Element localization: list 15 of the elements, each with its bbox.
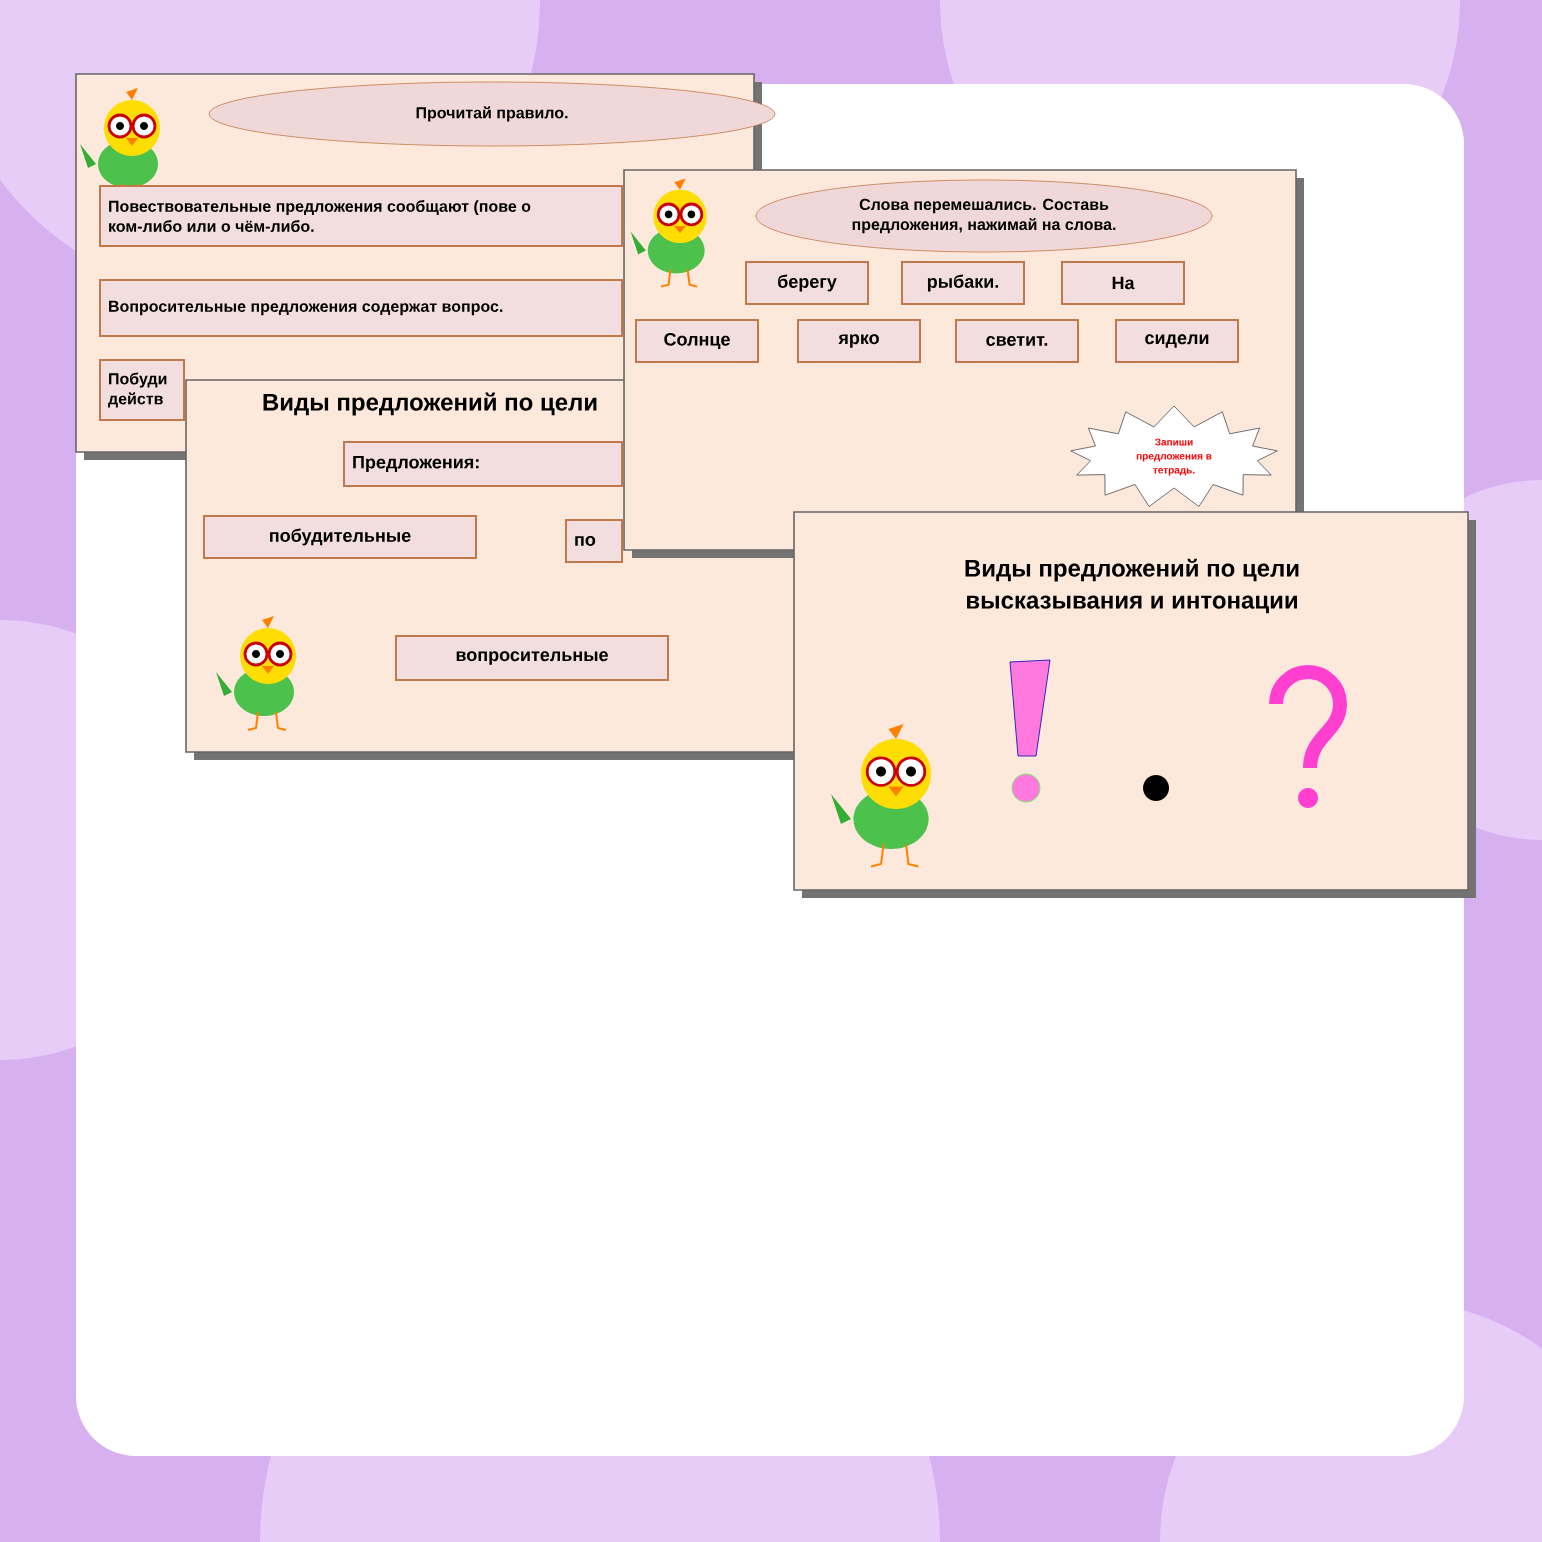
slide-title: Виды предложений по цели (263, 392, 597, 416)
word-box: вопросительные (395, 635, 669, 681)
word-box: светит. (955, 319, 1079, 363)
word-box: ярко (797, 319, 921, 363)
word-box: по (565, 519, 623, 563)
speech-bubble: Слова перемешались. Составь предложения, нажимай на слова. (755, 179, 1213, 253)
word-box: берегу (745, 261, 869, 305)
word-box: сидели (1115, 319, 1239, 363)
word-box: На (1061, 261, 1185, 305)
slide-title: Виды предложений по цели высказывания и интонации (965, 558, 1299, 614)
word-box: рыбаки. (901, 261, 1025, 305)
word-box: Солнце (635, 319, 759, 363)
speech-bubble: Прочитай правило. (208, 81, 776, 147)
word-box: Предложения: (343, 441, 623, 487)
word-box: побудительные (203, 515, 477, 559)
